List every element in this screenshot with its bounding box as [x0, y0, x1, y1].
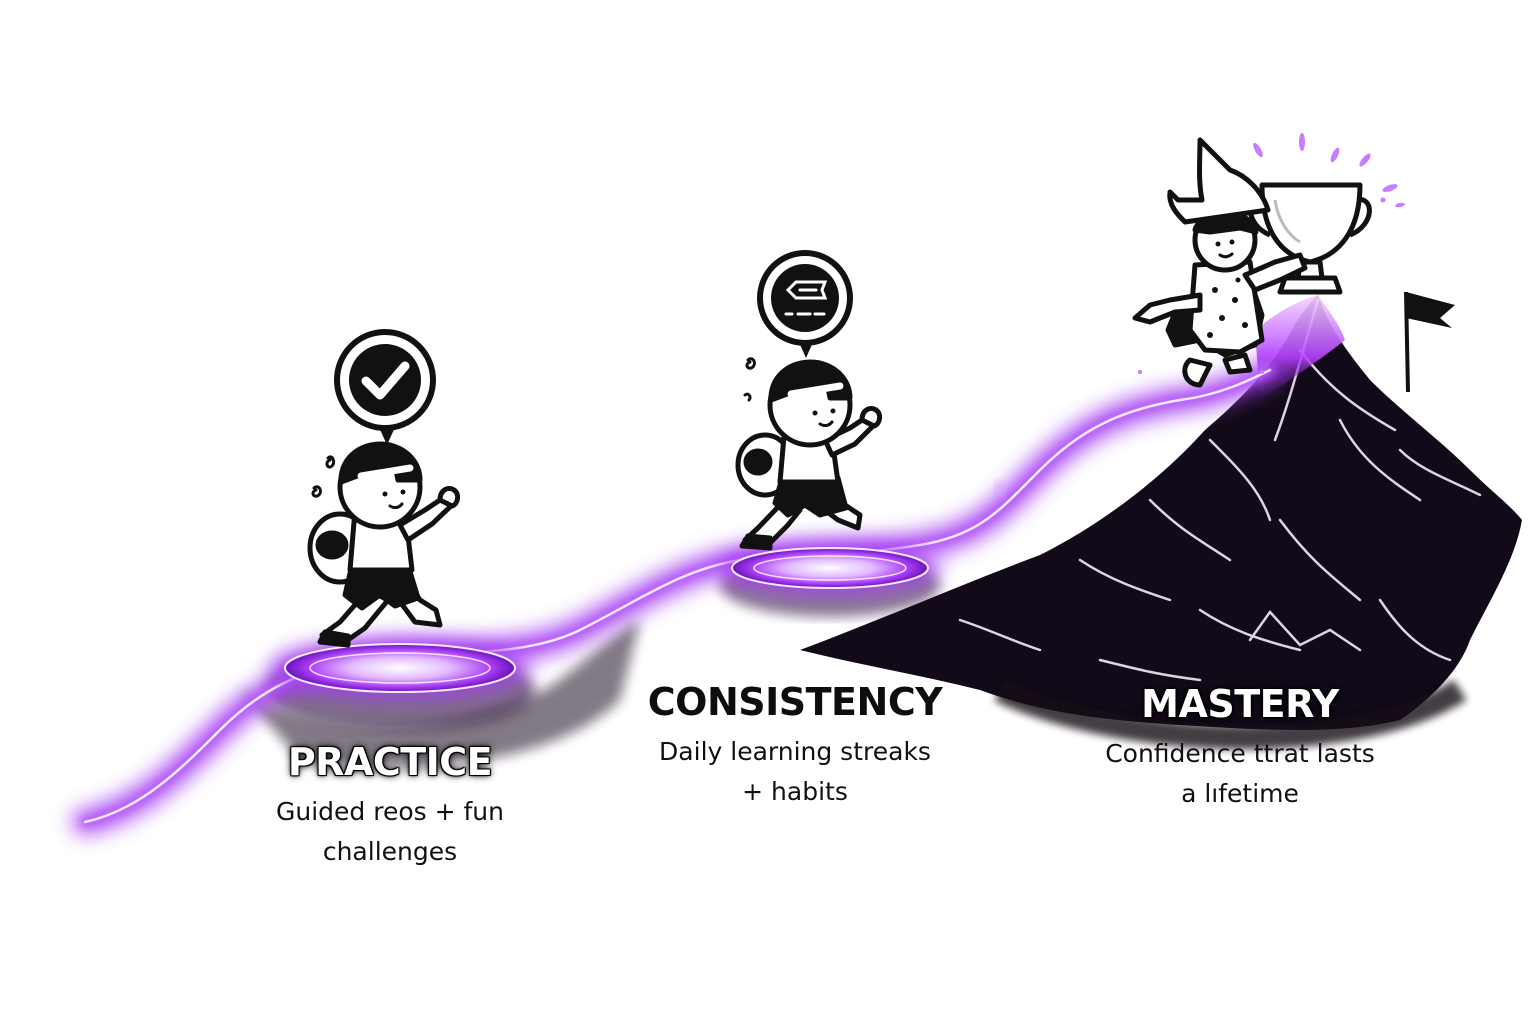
mastery-wizard-illustration — [1132, 137, 1308, 388]
practice-pad — [270, 638, 530, 698]
stage-mastery: MASTERY Confidence ttrat lasts a lıfetim… — [1070, 682, 1410, 814]
stage-desc-mastery-line1: Confidence ttrat lasts — [1105, 738, 1375, 768]
journey-path — [72, 357, 1283, 835]
checkmark-icon — [361, 361, 410, 400]
stage-title-mastery: MASTERY — [1141, 682, 1339, 726]
stage-desc-consistency-line1: Daily learning streaks — [659, 736, 931, 766]
sparkles — [1253, 133, 1405, 208]
stage-desc-consistency-line2: + habits — [742, 776, 848, 806]
stage-desc-consistency: Daily learning streaks + habits — [630, 732, 960, 812]
stage-desc-mastery-line2: a lıfetime — [1181, 778, 1299, 808]
consistency-speech-bubble — [757, 250, 853, 358]
mountain — [800, 295, 1522, 750]
practice-speech-bubble — [334, 329, 436, 445]
trophy-icon — [1248, 182, 1372, 295]
stage-title-practice: PRACTICE — [287, 740, 493, 784]
consistency-kid-illustration — [735, 357, 883, 551]
stage-desc-practice-line2: challenges — [322, 836, 458, 866]
stage-desc-practice-line1: Guided reos + fun — [276, 796, 504, 826]
stage-desc-practice: Guided reos + fun challenges — [250, 792, 530, 872]
summit-flag-icon — [1404, 291, 1455, 393]
stage-practice: PRACTICE Guided reos + fun challenges — [250, 740, 530, 872]
consistency-pad — [720, 542, 940, 594]
stage-desc-mastery: Confidence ttrat lasts a lıfetime — [1070, 734, 1410, 814]
checklist-icon — [784, 280, 828, 316]
summit-sparkles — [1138, 370, 1264, 374]
stage-title-consistency: CONSISTENCY — [647, 680, 943, 724]
practice-kid-illustration — [307, 441, 461, 648]
stage-consistency: CONSISTENCY Daily learning streaks + hab… — [630, 680, 960, 812]
